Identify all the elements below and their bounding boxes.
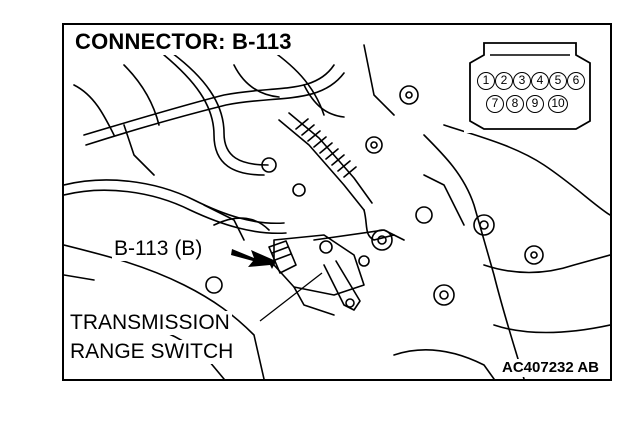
pin-10: 10 <box>548 95 568 113</box>
pin-8: 8 <box>506 95 524 113</box>
pin-7: 7 <box>486 95 504 113</box>
pin-2: 2 <box>495 72 513 90</box>
pin-1: 1 <box>477 72 495 90</box>
pin-6: 6 <box>567 72 585 90</box>
connector-face: 1 2 3 4 5 6 7 8 9 10 <box>464 41 596 133</box>
diagram-frame: CONNECTOR: B-113 1 2 3 4 5 6 7 8 9 10 B-… <box>62 23 612 381</box>
page-title: CONNECTOR: B-113 <box>72 29 295 55</box>
figure-code: AC407232 AB <box>499 359 602 377</box>
switch-label-line2: RANGE SWITCH <box>68 340 236 364</box>
pin-9: 9 <box>526 95 544 113</box>
pin-5: 5 <box>549 72 567 90</box>
pin-4: 4 <box>531 72 549 90</box>
engine-drawing <box>64 44 610 379</box>
switch-label-line1: TRANSMISSION <box>68 311 232 335</box>
pin-3: 3 <box>513 72 531 90</box>
connector-callout-label: B-113 (B) <box>112 237 205 261</box>
